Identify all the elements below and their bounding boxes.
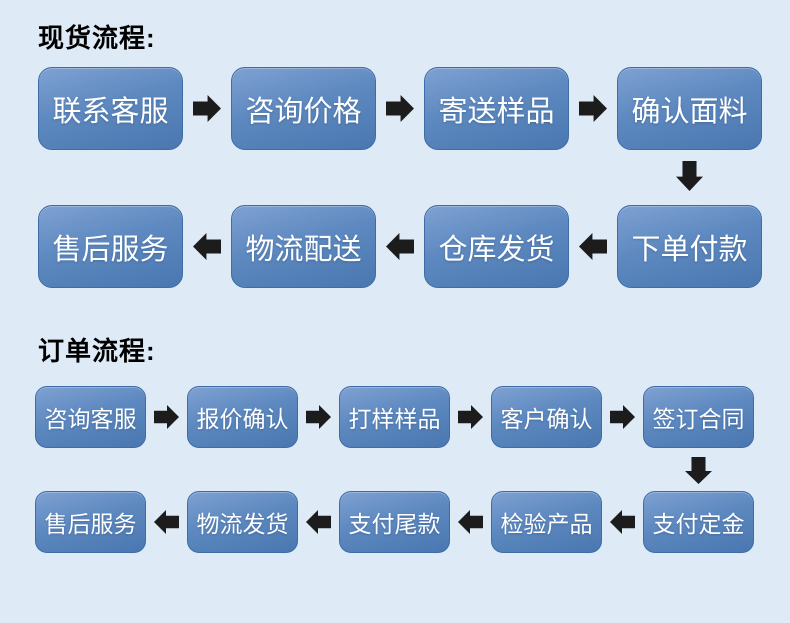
arrow-right-icon [579,95,607,122]
step-sign-contract: 签订合同 [643,386,754,448]
connector-gap [183,233,231,260]
arrow-right-icon [154,405,179,429]
order-flow-row-1: 咨询客服 报价确认 打样样品 客户确认 签订合同 [35,386,754,448]
arrow-right-icon [193,95,221,122]
step-contact-service: 联系客服 [38,67,183,150]
step-order-payment: 下单付款 [617,205,762,288]
arrow-down-icon [685,457,712,484]
connector-gap [450,510,491,534]
connector-gap [298,405,339,429]
connector-gap [146,405,187,429]
step-logistics-ship: 物流发货 [187,491,298,553]
step-pay-deposit: 支付定金 [643,491,754,553]
spot-flow-row-2: 售后服务 物流配送 仓库发货 下单付款 [38,205,762,288]
step-proof-sample: 打样样品 [339,386,450,448]
connector-gap [298,510,339,534]
arrow-left-icon [193,233,221,260]
step-inspect-product: 检验产品 [491,491,602,553]
arrow-down-icon [676,161,703,191]
connector-gap [146,510,187,534]
connector-gap [376,95,424,122]
step-consult-service: 咨询客服 [35,386,146,448]
arrow-right-icon [458,405,483,429]
arrow-right-icon [610,405,635,429]
step-inquire-price: 咨询价格 [231,67,376,150]
connector-gap [450,405,491,429]
arrow-left-icon [579,233,607,260]
step-quote-confirm: 报价确认 [187,386,298,448]
spot-flow-row-1: 联系客服 咨询价格 寄送样品 确认面料 [38,67,762,150]
step-send-sample: 寄送样品 [424,67,569,150]
connector-gap [602,510,643,534]
order-flow-row-2: 售后服务 物流发货 支付尾款 检验产品 支付定金 [35,491,754,553]
connector-gap [183,95,231,122]
step-customer-confirm: 客户确认 [491,386,602,448]
arrow-right-icon [306,405,331,429]
arrow-left-icon [306,510,331,534]
step-after-sales-service-2: 售后服务 [35,491,146,553]
step-confirm-fabric: 确认面料 [617,67,762,150]
spot-flow-title: 现货流程: [38,23,156,53]
order-flow-title: 订单流程: [38,336,156,366]
step-after-sales-service: 售后服务 [38,205,183,288]
step-logistics-delivery: 物流配送 [231,205,376,288]
connector-gap [602,405,643,429]
arrow-left-icon [610,510,635,534]
arrow-left-icon [154,510,179,534]
arrow-left-icon [386,233,414,260]
arrow-right-icon [386,95,414,122]
connector-gap [569,233,617,260]
connector-gap [569,95,617,122]
arrow-left-icon [458,510,483,534]
step-warehouse-ship: 仓库发货 [424,205,569,288]
connector-gap [376,233,424,260]
step-pay-balance: 支付尾款 [339,491,450,553]
